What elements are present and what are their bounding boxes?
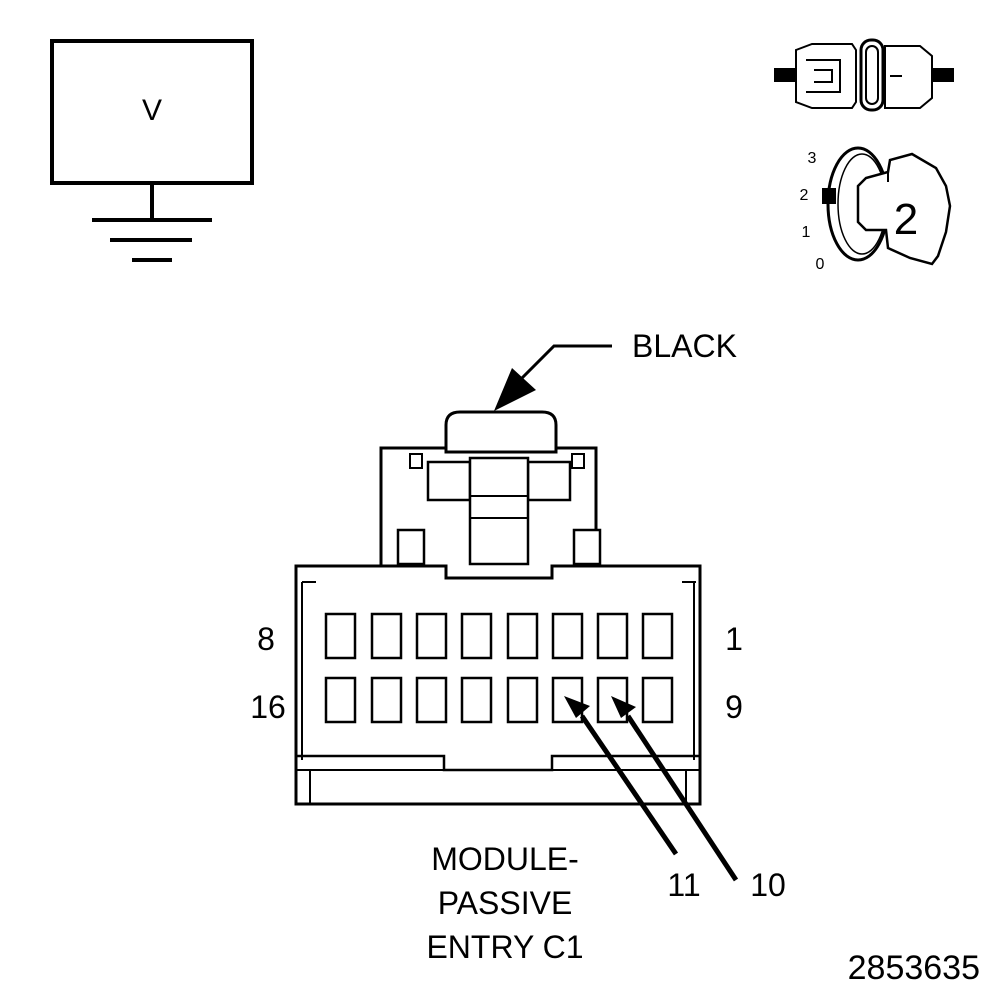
color-leader-arrow [494, 344, 612, 411]
pin-cavity [370, 612, 403, 660]
voltmeter-symbol: V [50, 39, 254, 262]
pin-cavity [641, 676, 674, 724]
pin-11-callout-arrow [564, 696, 679, 856]
pin-label-bottom-right: 9 [725, 689, 743, 725]
figure-id: 2853635 [848, 949, 980, 987]
ignition-pos-3: 3 [808, 150, 817, 167]
pin-cavity [596, 612, 629, 660]
pin-cavity [324, 676, 357, 724]
pin-cavity [506, 676, 539, 724]
ignition-pos-1: 1 [802, 224, 811, 241]
connector-name-line-3: ENTRY C1 [426, 929, 583, 965]
pin-cavity [460, 676, 493, 724]
ignition-pos-0: 0 [816, 256, 825, 273]
pin-cavity [415, 676, 448, 724]
pin-label-top-left: 8 [257, 621, 275, 657]
ignition-key-position: 2 [894, 195, 918, 244]
ignition-switch-icon: 2 3 2 1 0 [800, 146, 952, 273]
connector-body [294, 410, 702, 806]
pin-cavity [324, 612, 357, 660]
disconnected-connector-icon [774, 38, 954, 112]
voltmeter-box [50, 39, 254, 185]
pin-10-callout-arrow [611, 696, 739, 882]
connector-color-label: BLACK [632, 328, 737, 364]
pin-cavity [460, 612, 493, 660]
ignition-key [856, 152, 952, 266]
pin-label-top-right: 1 [725, 621, 743, 657]
connector-latch [444, 410, 558, 454]
ignition-pos-2: 2 [800, 187, 809, 204]
voltmeter-label: V [142, 94, 162, 127]
pin-cavity [551, 612, 584, 660]
pin-cavity [415, 612, 448, 660]
ignition-position-marker [822, 188, 836, 204]
connector-name-line-2: PASSIVE [438, 885, 573, 921]
pin-cavity [370, 676, 403, 724]
connector-housing [294, 564, 702, 806]
pin-cavity [641, 612, 674, 660]
pin-label-bottom-left: 16 [250, 689, 286, 725]
pin-cavity [506, 612, 539, 660]
callout-pin-11: 11 [667, 867, 700, 903]
pin-grid [324, 612, 674, 724]
connector-name-line-1: MODULE- [431, 841, 579, 877]
callout-pin-10: 10 [750, 867, 786, 903]
